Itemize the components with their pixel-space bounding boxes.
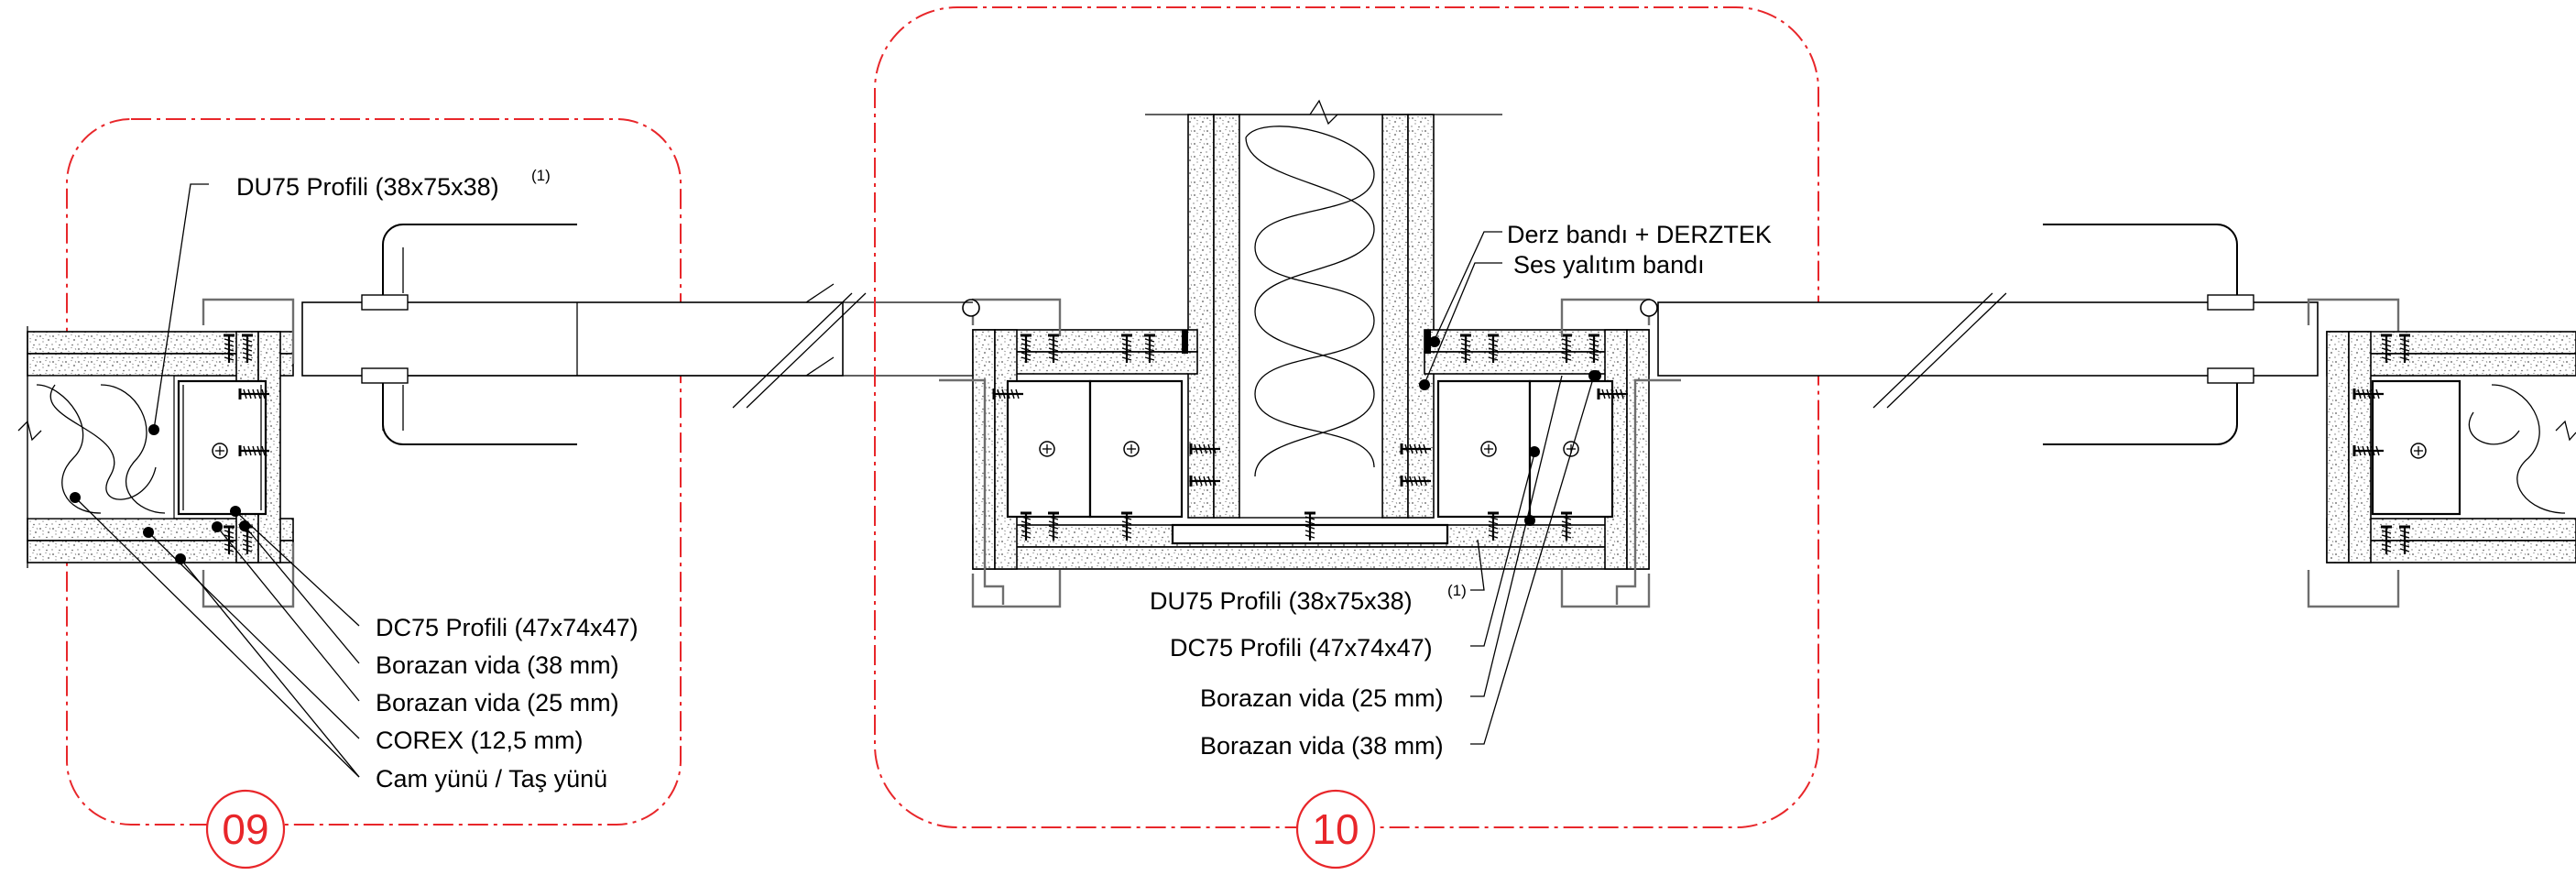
break-line-icon <box>1872 292 2007 409</box>
door-frame <box>202 298 295 608</box>
du75-profile-right <box>1436 379 1532 519</box>
label-10-joint-tape: Derz bandı + DERZTEK <box>1507 221 1772 248</box>
detail-09-wall <box>17 298 295 608</box>
label-10-screw38: Borazan vida (38 mm) <box>1200 732 1444 760</box>
wool-insulation <box>36 384 166 514</box>
detail-09-marker <box>205 789 286 870</box>
label-09-corex: COREX (12,5 mm) <box>376 727 584 754</box>
seal-left <box>962 299 980 317</box>
label-09-dc75: DC75 Profili (47x74x47) <box>376 614 639 641</box>
break-line-icon <box>1145 99 1502 126</box>
detail-10-leaders <box>1419 231 1601 745</box>
seal-right <box>1640 299 1658 317</box>
label-09-screw38: Borazan vida (38 mm) <box>376 651 619 679</box>
detail-10-marker <box>1295 789 1376 870</box>
label-10-sound-tape: Ses yalıtım bandı <box>1513 251 1705 279</box>
label-09-screw25: Borazan vida (25 mm) <box>376 689 619 716</box>
break-line-icon <box>17 420 42 442</box>
detail-09-leaders <box>70 183 360 778</box>
center-left-door-leaf <box>732 292 973 409</box>
detail-09-number: 09 <box>222 805 268 853</box>
label-09-du75: DU75 Profili (38x75x38) <box>236 173 499 201</box>
label-09-du75-note: (1) <box>531 167 551 184</box>
label-10-du75: DU75 Profili (38x75x38) <box>1150 587 1413 615</box>
detail-10-number: 10 <box>1312 805 1359 853</box>
detail-09-door-leaf <box>301 224 962 445</box>
detail-10-partition <box>1145 99 1502 519</box>
wool-insulation <box>1245 126 1375 477</box>
detail-10-wall <box>939 298 1681 608</box>
label-10-screw25: Borazan vida (25 mm) <box>1200 684 1444 712</box>
hinge-icon <box>361 294 409 311</box>
label-10-dc75: DC75 Profili (47x74x47) <box>1170 634 1433 662</box>
hinge-icon <box>2207 294 2254 311</box>
label-09-wool: Cam yünü / Taş yünü <box>376 765 607 793</box>
break-line-icon <box>732 292 867 409</box>
profile-center-icon <box>212 443 228 459</box>
detail-09: DU75 Profili (38x75x38) (1) DC75 Profili… <box>17 118 962 870</box>
detail-10: Derz bandı + DERZTEK Ses yalıtım bandı D… <box>874 6 1819 870</box>
door-handle-icon <box>2043 224 2238 445</box>
label-10-du75-note: (1) <box>1447 582 1467 599</box>
right-door-assembly <box>1657 224 2576 608</box>
